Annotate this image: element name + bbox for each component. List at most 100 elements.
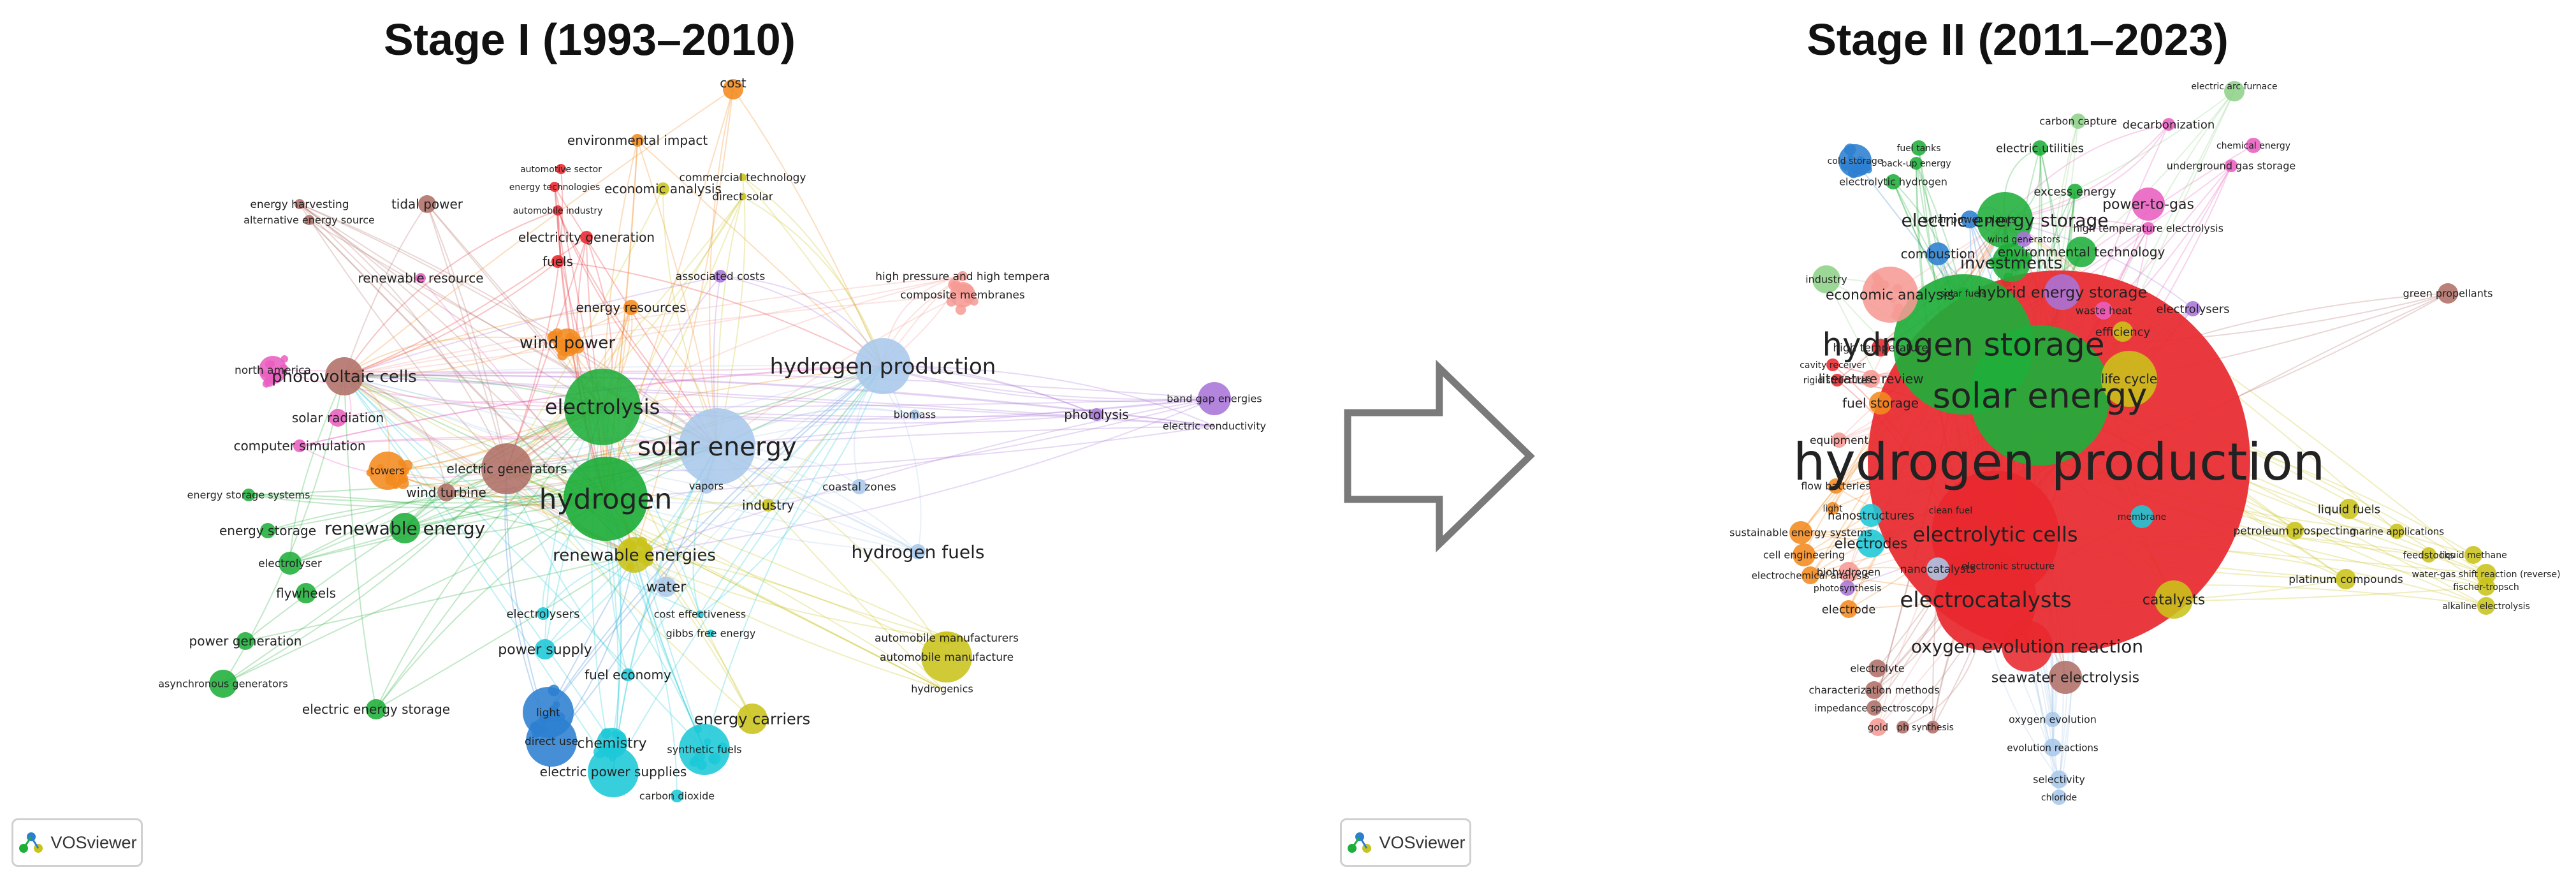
term-node[interactable] xyxy=(631,134,644,147)
term-node[interactable] xyxy=(1857,529,1885,557)
term-node[interactable] xyxy=(325,357,363,395)
term-node[interactable] xyxy=(2044,739,2062,756)
term-node[interactable] xyxy=(1840,580,1855,596)
term-node[interactable] xyxy=(1999,557,2017,575)
term-node[interactable] xyxy=(418,195,436,213)
term-node[interactable] xyxy=(1789,521,1812,544)
term-node[interactable] xyxy=(2070,114,2086,129)
term-node[interactable] xyxy=(2464,546,2482,564)
term-node[interactable] xyxy=(910,544,926,559)
term-node[interactable] xyxy=(1911,140,1926,156)
term-node[interactable] xyxy=(553,328,581,357)
term-node[interactable] xyxy=(950,282,975,307)
term-node[interactable] xyxy=(1926,242,1949,265)
term-node[interactable] xyxy=(535,639,555,660)
term-node[interactable] xyxy=(537,607,549,620)
term-node[interactable] xyxy=(304,215,314,225)
term-node[interactable] xyxy=(921,631,972,682)
term-node[interactable] xyxy=(1826,358,1839,371)
term-node[interactable] xyxy=(2095,302,2113,320)
term-node[interactable] xyxy=(2032,140,2048,156)
vosviewer-badge-left[interactable]: VOSviewer xyxy=(11,818,143,867)
term-node[interactable] xyxy=(2246,138,2261,153)
term-node[interactable] xyxy=(699,478,714,494)
term-node[interactable] xyxy=(260,523,275,538)
term-node[interactable] xyxy=(1992,244,2030,282)
term-node[interactable] xyxy=(259,356,287,384)
term-node[interactable] xyxy=(526,716,577,767)
term-node[interactable] xyxy=(1886,174,1901,189)
term-node[interactable] xyxy=(549,182,560,192)
term-node[interactable] xyxy=(564,369,641,445)
term-node[interactable] xyxy=(737,704,768,734)
term-node[interactable] xyxy=(739,193,746,200)
term-node[interactable] xyxy=(1957,287,1970,300)
term-node[interactable] xyxy=(2286,522,2304,540)
term-node[interactable] xyxy=(1198,382,1231,415)
term-node[interactable] xyxy=(1090,408,1103,421)
term-node[interactable] xyxy=(679,408,755,485)
term-node[interactable] xyxy=(852,479,867,494)
term-node[interactable] xyxy=(2132,188,2165,221)
term-node[interactable] xyxy=(2044,274,2080,310)
term-node[interactable] xyxy=(389,513,420,543)
term-node[interactable] xyxy=(679,724,730,775)
term-node[interactable] xyxy=(2049,661,2082,694)
term-node[interactable] xyxy=(762,499,775,512)
term-node[interactable] xyxy=(714,270,727,283)
term-node[interactable] xyxy=(1838,562,1859,582)
term-node[interactable] xyxy=(2224,81,2245,101)
term-node[interactable] xyxy=(2421,547,2436,563)
term-node[interactable] xyxy=(481,443,532,494)
term-node[interactable] xyxy=(1970,325,2110,466)
vosviewer-badge-right[interactable]: VOSviewer xyxy=(1340,818,1471,867)
term-node[interactable] xyxy=(2185,301,2201,316)
term-node[interactable] xyxy=(723,79,743,99)
term-node[interactable] xyxy=(2339,499,2359,519)
term-node[interactable] xyxy=(242,489,255,501)
term-node[interactable] xyxy=(2155,580,2193,619)
term-node[interactable] xyxy=(1801,566,1819,584)
term-node[interactable] xyxy=(1862,267,1918,323)
term-node[interactable] xyxy=(295,199,305,209)
term-node[interactable] xyxy=(707,630,715,637)
term-node[interactable] xyxy=(1867,700,1882,716)
term-node[interactable] xyxy=(551,255,564,268)
term-node[interactable] xyxy=(2113,321,2133,342)
term-node[interactable] xyxy=(556,164,566,174)
term-node[interactable] xyxy=(1831,374,1844,387)
term-node[interactable] xyxy=(1943,503,1958,518)
term-node[interactable] xyxy=(622,668,634,681)
term-node[interactable] xyxy=(2066,237,2097,267)
term-node[interactable] xyxy=(1838,144,1872,177)
term-node[interactable] xyxy=(293,439,306,452)
term-node[interactable] xyxy=(1865,681,1883,699)
term-node[interactable] xyxy=(671,790,683,802)
term-node[interactable] xyxy=(437,483,455,501)
term-node[interactable] xyxy=(910,409,920,420)
term-node[interactable] xyxy=(1896,721,1909,733)
term-node[interactable] xyxy=(366,699,386,719)
term-node[interactable] xyxy=(1869,392,1892,415)
term-node[interactable] xyxy=(1862,370,1880,388)
term-node[interactable] xyxy=(296,583,316,603)
term-node[interactable] xyxy=(1826,502,1839,515)
term-node[interactable] xyxy=(2050,770,2068,788)
term-node[interactable] xyxy=(739,173,746,181)
term-node[interactable] xyxy=(279,552,302,575)
term-node[interactable] xyxy=(657,182,669,195)
term-node[interactable] xyxy=(416,273,426,283)
term-node[interactable] xyxy=(2438,283,2458,304)
term-node[interactable] xyxy=(2477,578,2495,596)
term-node[interactable] xyxy=(1868,660,1886,677)
term-node[interactable] xyxy=(2002,621,2053,672)
term-node[interactable] xyxy=(1840,600,1858,618)
term-node[interactable] xyxy=(1812,265,1840,293)
term-node[interactable] xyxy=(656,577,676,597)
term-node[interactable] xyxy=(2477,597,2495,615)
term-node[interactable] xyxy=(2476,564,2496,584)
term-node[interactable] xyxy=(209,670,237,698)
term-node[interactable] xyxy=(1793,543,1816,566)
term-node[interactable] xyxy=(2389,524,2405,539)
term-node[interactable] xyxy=(1961,210,1979,228)
